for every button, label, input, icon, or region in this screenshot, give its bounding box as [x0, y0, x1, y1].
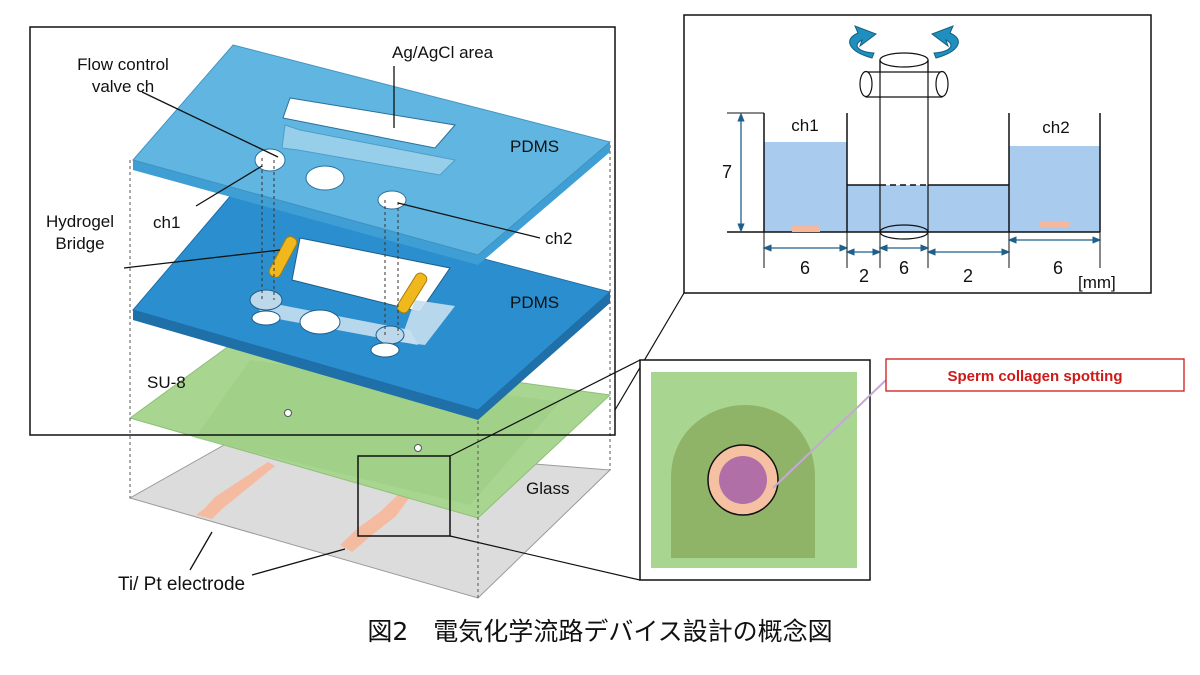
callout-text: Sperm collagen spotting — [947, 368, 1122, 385]
top-well-3 — [377, 190, 407, 210]
label-flow-control-1: Flow control — [77, 55, 169, 74]
mid-well-2 — [299, 309, 341, 335]
dim-1: 6 — [800, 258, 810, 278]
label-ch1: ch1 — [153, 213, 180, 232]
rotate-arrow-right-icon — [930, 25, 959, 59]
liquid-ch1 — [764, 142, 847, 232]
mid-well-1 — [249, 289, 283, 311]
mid-well-3 — [375, 325, 405, 345]
label-pdms-top: PDMS — [510, 137, 559, 156]
label-su8: SU-8 — [147, 373, 186, 392]
dim-2: 2 — [859, 266, 869, 286]
zoom-box-small — [357, 455, 451, 537]
detail-panel — [639, 359, 887, 581]
hydrogel-bridge-right — [396, 272, 428, 314]
label-hydrogel-2: Bridge — [55, 234, 104, 253]
exploded-view-frame — [29, 26, 616, 436]
hydrogel-bridge-left — [268, 236, 298, 278]
cross-section-panel: 7 ch1 ch2 6 2 6 2 6 [mm] — [683, 14, 1152, 294]
label-ag-agcl: Ag/AgCl area — [392, 43, 494, 62]
label-glass: Glass — [526, 479, 569, 498]
label-electrode: Ti/ Pt electrode — [118, 574, 245, 595]
su8-hole-1 — [284, 409, 292, 417]
dim-3: 6 — [899, 258, 909, 278]
electrode-left — [196, 462, 275, 519]
section-height: 7 — [722, 162, 732, 182]
callout-box — [885, 358, 1185, 392]
section-ch2: ch2 — [1042, 118, 1069, 137]
liquid-ch2 — [1009, 146, 1100, 232]
rotate-arrow-left-icon — [849, 25, 878, 59]
dim-5: 6 — [1053, 258, 1063, 278]
pdms-top-layer — [132, 44, 612, 265]
section-ch1: ch1 — [791, 116, 818, 135]
figure-caption: 図2 電気化学流路デバイス設計の概念図 — [367, 617, 832, 646]
label-flow-control-2: valve ch — [92, 77, 154, 96]
label-hydrogel-1: Hydrogel — [46, 212, 114, 231]
label-pdms-mid: PDMS — [510, 293, 559, 312]
dim-unit: [mm] — [1078, 273, 1116, 292]
su8-hole-2 — [414, 444, 422, 452]
top-well-2 — [305, 165, 345, 191]
label-ch2: ch2 — [545, 229, 572, 248]
spot-center — [719, 456, 767, 504]
pdms-middle-layer — [132, 192, 612, 420]
dim-4: 2 — [963, 266, 973, 286]
